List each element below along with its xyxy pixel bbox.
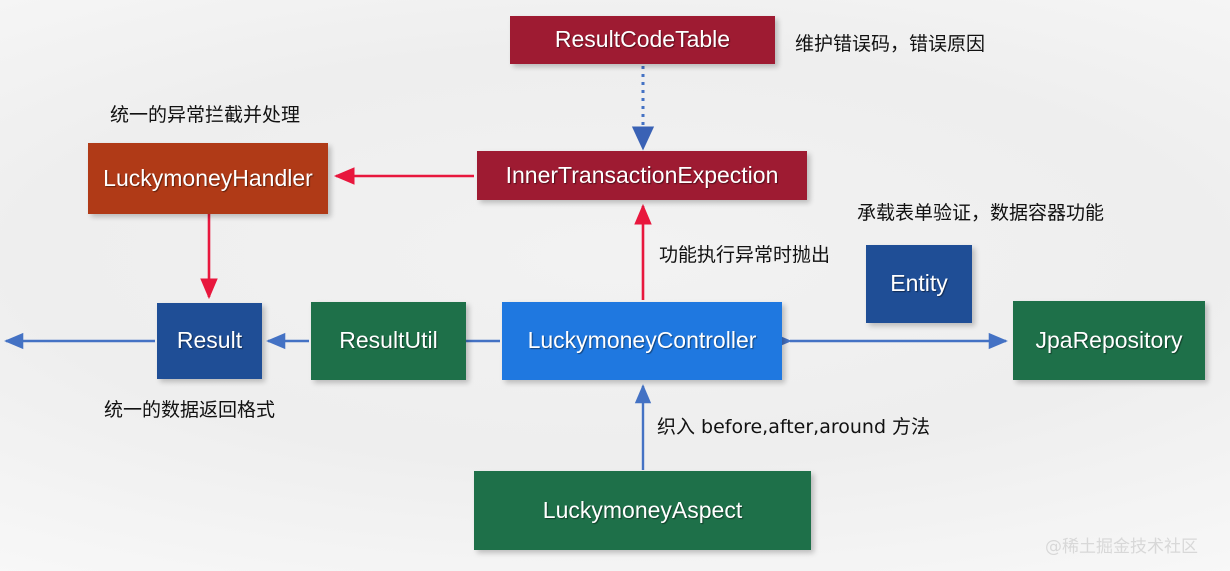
annotation-luckymoney-handler: 统一的异常拦截并处理 bbox=[110, 104, 301, 126]
node-label: ResultUtil bbox=[339, 327, 438, 354]
node-label: LuckymoneyHandler bbox=[103, 164, 313, 191]
node-luckymoney-aspect[interactable]: LuckymoneyAspect bbox=[474, 471, 811, 550]
node-label: ResultCodeTable bbox=[554, 26, 731, 53]
node-label: Entity bbox=[890, 270, 948, 297]
annotation-aspect-weave: 织入 before,after,around 方法 bbox=[657, 416, 931, 438]
node-label: InnerTransactionExpection bbox=[505, 161, 779, 188]
annotation-result-code-table: 维护错误码，错误原因 bbox=[795, 33, 986, 55]
node-label: LuckymoneyAspect bbox=[542, 496, 743, 523]
node-result-util[interactable]: ResultUtil bbox=[311, 302, 466, 380]
node-inner-transaction-expection[interactable]: InnerTransactionExpection bbox=[477, 151, 807, 200]
node-result-code-table[interactable]: ResultCodeTable bbox=[510, 16, 775, 64]
node-jpa-repository[interactable]: JpaRepository bbox=[1013, 301, 1205, 380]
node-entity[interactable]: Entity bbox=[866, 245, 972, 323]
annotation-result: 统一的数据返回格式 bbox=[104, 399, 276, 421]
annotation-entity: 承载表单验证，数据容器功能 bbox=[857, 202, 1105, 224]
node-label: Result bbox=[176, 327, 243, 354]
annotation-throw-exception: 功能执行异常时抛出 bbox=[659, 244, 831, 266]
node-label: LuckymoneyController bbox=[527, 327, 757, 354]
node-label: JpaRepository bbox=[1035, 326, 1183, 353]
watermark: @稀土掘金技术社区 bbox=[1045, 537, 1198, 557]
node-result[interactable]: Result bbox=[157, 303, 262, 379]
node-luckymoney-controller[interactable]: LuckymoneyController bbox=[502, 302, 782, 380]
node-luckymoney-handler[interactable]: LuckymoneyHandler bbox=[88, 143, 328, 214]
